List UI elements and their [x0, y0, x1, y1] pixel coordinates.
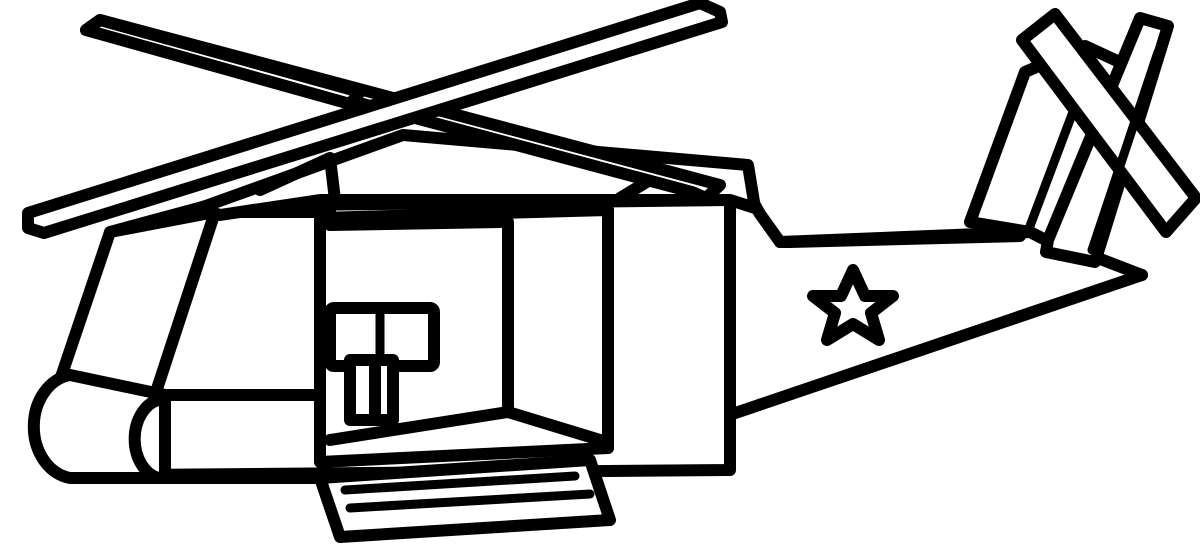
main-rotor	[22, 0, 728, 239]
tail-rotor	[1016, 8, 1200, 268]
boarding-step	[314, 454, 616, 543]
seat	[324, 302, 440, 426]
star-icon	[807, 264, 899, 346]
